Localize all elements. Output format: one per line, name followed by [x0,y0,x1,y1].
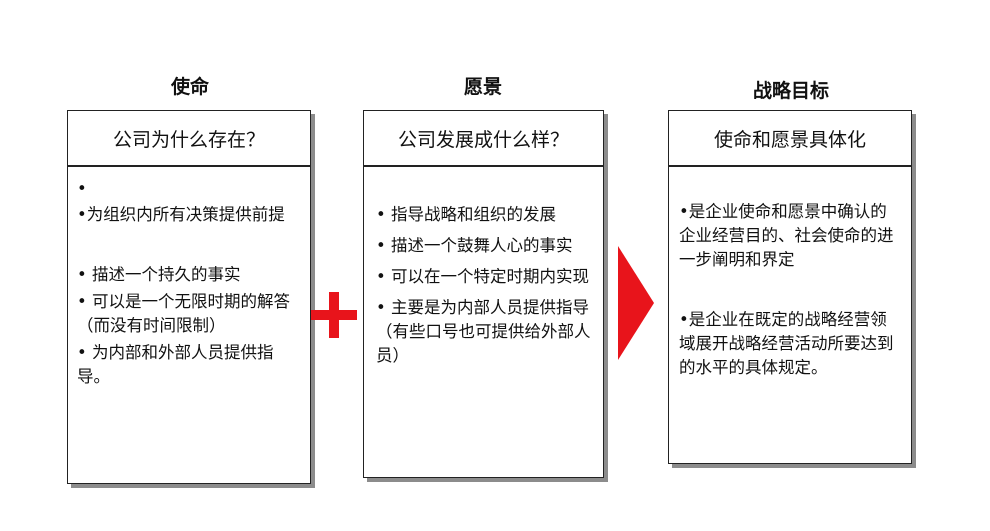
header-text-vision: 公司发展成什么样？ [397,128,569,151]
column-title-vision: 愿景 [463,76,502,98]
column-title-strategic-goals: 战略目标 [752,80,829,102]
bullet-item: • [77,179,87,198]
body-box-vision: • 指导战略和组织的发展 • 描述一个鼓舞人心的事实 • 可以在一个特定时期内实… [363,166,604,478]
bullet-item: • 描述一个鼓舞人心的事实 [376,236,573,255]
column-title-mission: 使命 [170,76,209,98]
body-box-strategic-goals: •是企业使命和愿景中确认的企业经营目的、社会使命的进一步阐明和界定 •是企业在既… [668,166,912,464]
bullet-item: • 指导战略和组织的发展 [376,205,556,224]
bullet-item: • 为内部和外部人员提供指导。 [77,343,274,386]
bullet-item: • 描述一个持久的事实 [77,265,241,284]
body-box-mission: • •为组织内所有决策提供前提 • 描述一个持久的事实 • 可以是一个无限时期的… [67,166,311,484]
bullet-item: • 主要是为内部人员提供指导（有些口号也可提供给外部人员） [376,298,591,365]
bullet-item: •是企业在既定的战略经营领域展开战略经营活动所要达到的水平的具体规定。 [679,310,894,377]
header-text-strategic-goals: 使命和愿景具体化 [713,128,866,151]
bullet-item: •为组织内所有决策提供前提 [77,205,285,224]
header-box-strategic-goals: 使命和愿景具体化 [668,110,912,166]
bullet-item: • 可以是一个无限时期的解答（而没有时间限制） [77,292,290,335]
header-text-mission: 公司为什么存在？ [112,128,265,151]
arrow-right-icon [618,246,654,360]
bullet-item: •是企业使命和愿景中确认的企业经营目的、社会使命的进一步阐明和界定 [679,202,894,269]
plus-icon [311,292,357,338]
header-box-mission: 公司为什么存在？ [67,110,311,166]
header-box-vision: 公司发展成什么样？ [363,110,604,166]
bullet-item: • 可以在一个特定时期内实现 [376,267,589,286]
